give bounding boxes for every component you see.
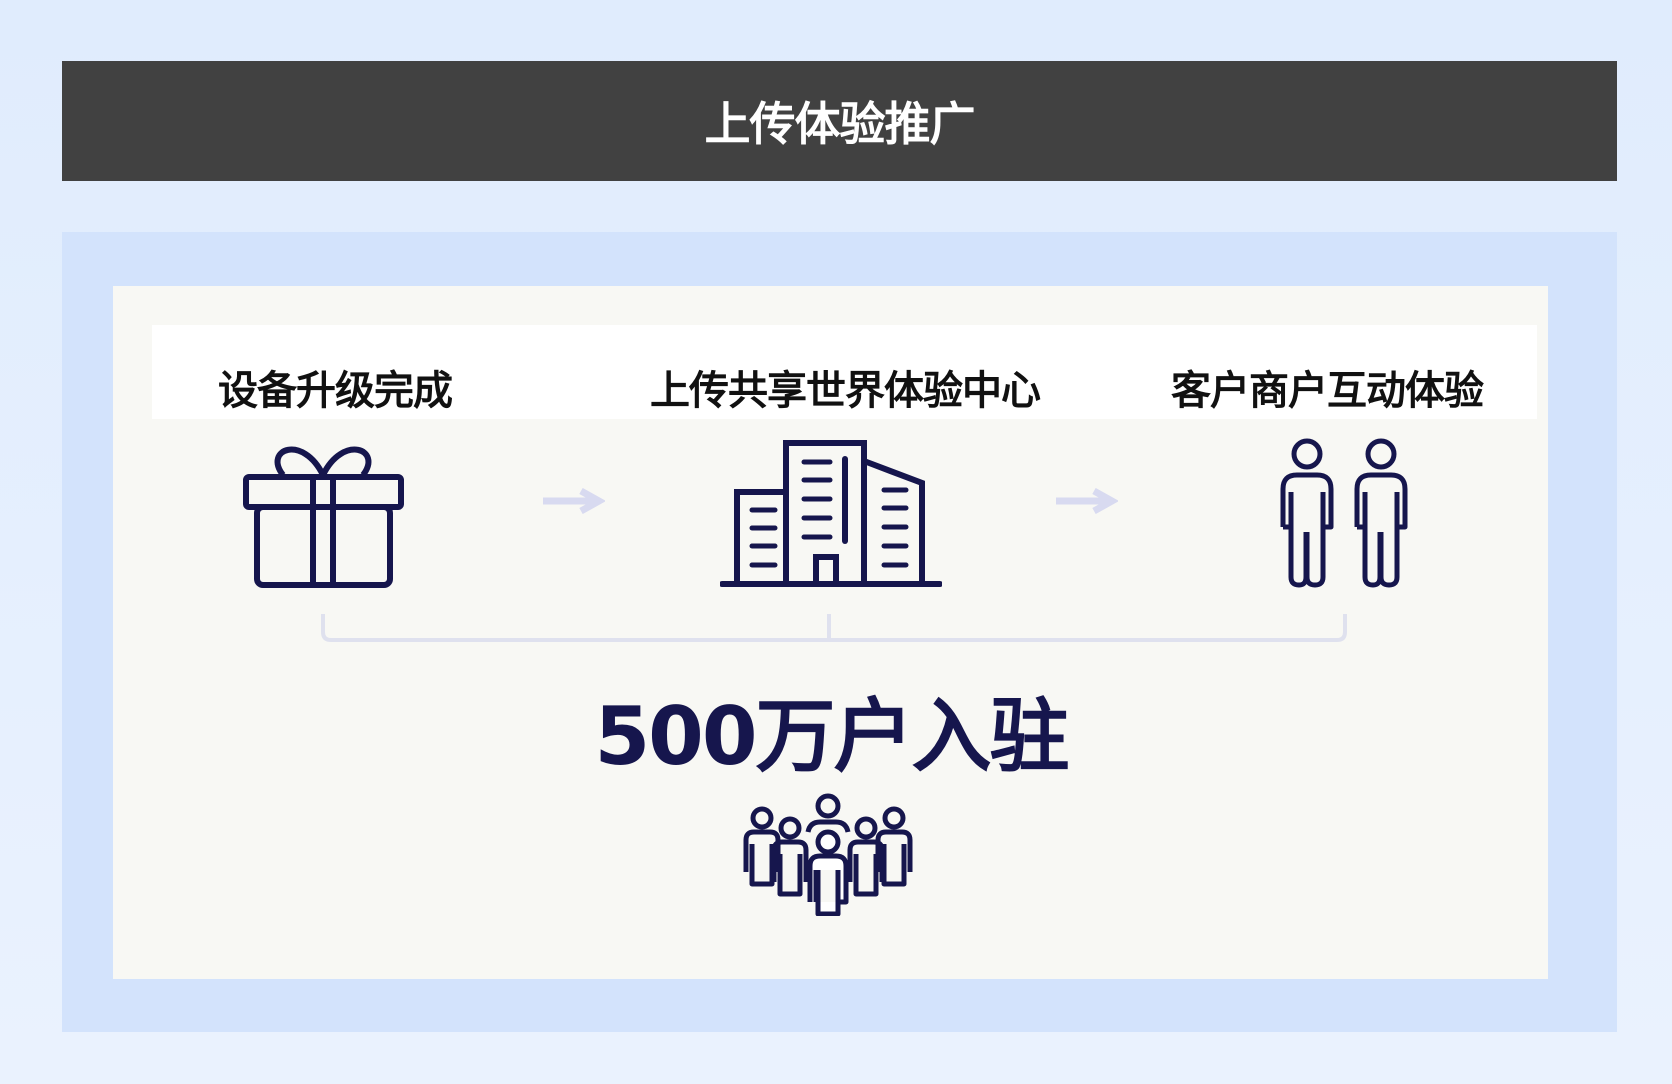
connector-bracket: [321, 614, 1347, 642]
labels-band: [152, 325, 1537, 419]
crowd-icon: [743, 793, 913, 916]
arrow-right-icon: [543, 488, 605, 514]
arrow-right-icon: [1056, 488, 1118, 514]
step-label-upload: 上传共享世界体验中心: [650, 368, 1041, 414]
page-title: 上传体验推广: [704, 97, 976, 151]
step-label-upgrade: 设备升级完成: [218, 368, 453, 414]
gift-icon: [243, 446, 404, 588]
building-icon: [720, 440, 942, 587]
step-label-interaction: 客户商户互动体验: [1171, 368, 1484, 414]
title-bar: 上传体验推广: [62, 61, 1617, 181]
result-headline: 500万户入驻: [594, 690, 1070, 783]
two-people-icon: [1280, 438, 1408, 588]
